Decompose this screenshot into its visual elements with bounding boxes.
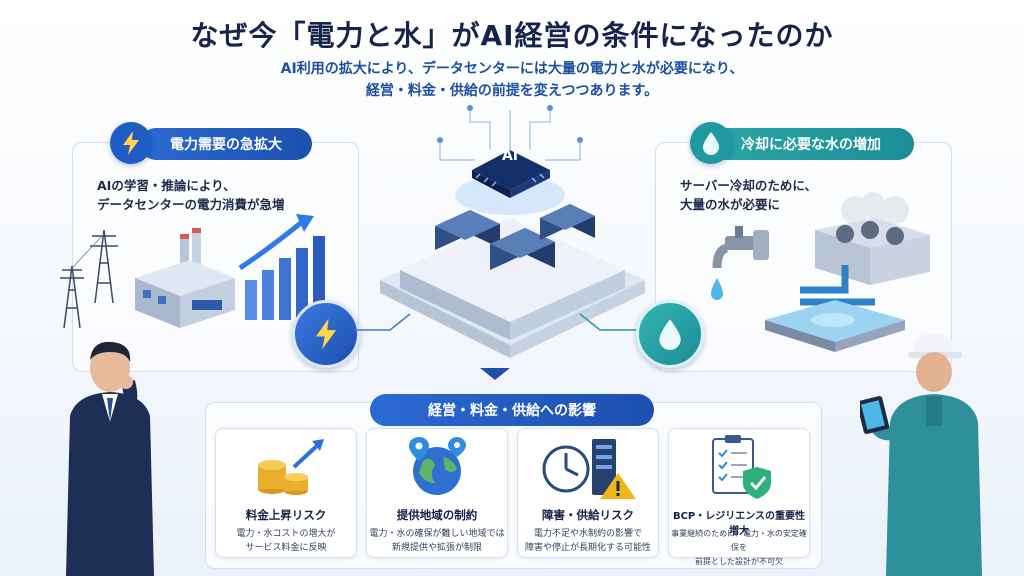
connector-lines xyxy=(354,313,636,380)
impact-desc-price-1: 電力・水コストの増大が xyxy=(236,529,336,539)
power-plant-icon xyxy=(135,228,235,328)
water-demand-pill: 冷却に必要な水の増加 xyxy=(708,128,914,160)
water-circle-icon xyxy=(636,300,704,368)
page-title: なぜ今「電力と水」がAI経営の条件になったのか xyxy=(190,19,834,52)
impact-desc-outage: 電力不足や水制約の影響で 障害や停止が長期化する可能性 xyxy=(518,527,658,555)
power-demand-line-1: AIの学習・推論により、 xyxy=(97,178,236,193)
clock-server-warning-icon xyxy=(542,439,636,499)
impact-pill: 経営・料金・供給への影響 xyxy=(370,394,654,426)
power-circle-icon xyxy=(292,300,360,368)
impact-card-outage: 障害・供給リスク 電力不足や水制約の影響で 障害や停止が長期化する可能性 xyxy=(517,428,659,558)
power-demand-text: AIの学習・推論により、 データセンターの電力消費が急増 xyxy=(97,176,285,214)
impact-title-outage: 障害・供給リスク xyxy=(542,508,634,522)
data-center-illustration xyxy=(380,105,645,358)
impact-desc-region-1: 電力・水の確保が難しい地域では xyxy=(369,529,505,539)
water-demand-line-2: 大量の水が必要に xyxy=(680,197,781,212)
impact-desc-outage-2: 障害や停止が長期化する可能性 xyxy=(524,543,651,553)
transmission-tower-icon xyxy=(60,229,118,329)
ai-chip-icon xyxy=(472,150,550,198)
impact-desc-bcp-1: 事業継続のために、電力・水の安定確保を xyxy=(671,529,807,552)
impact-desc-bcp: 事業継続のために、電力・水の安定確保を 前提とした設計が不可欠 xyxy=(669,527,809,569)
impact-title-price: 料金上昇リスク xyxy=(245,508,327,522)
cooling-illustration xyxy=(711,192,930,352)
impact-card-bcp: BCP・レジリエンスの重要性増大 事業継続のために、電力・水の安定確保を 前提と… xyxy=(668,428,810,566)
faucet-icon xyxy=(711,226,769,300)
water-demand-text: サーバー冷却のために、 大量の水が必要に xyxy=(680,176,817,214)
impact-title-region: 提供地域の制約 xyxy=(396,508,478,522)
engineer-person-illustration xyxy=(860,333,982,576)
power-demand-label: 電力需要の急拡大 xyxy=(170,137,282,153)
impact-desc-price-2: サービス料金に反映 xyxy=(245,543,327,553)
growth-bars-icon xyxy=(245,236,325,320)
coins-up-icon xyxy=(258,439,324,495)
impact-desc-price: 電力・水コストの増大が サービス料金に反映 xyxy=(216,527,356,555)
water-demand-line-1: サーバー冷却のために、 xyxy=(680,178,818,193)
subtitle-line-1: AI利用の拡大により、データセンターには大量の電力と水が必要になり、 xyxy=(280,61,744,77)
checklist-shield-icon xyxy=(712,435,771,499)
water-drop-icon xyxy=(690,122,732,164)
subtitle-line-2: 経営・料金・供給の前提を変えつつあります。 xyxy=(365,83,659,99)
business-person-illustration xyxy=(66,341,154,576)
impact-desc-bcp-2: 前提とした設計が不可欠 xyxy=(695,557,783,566)
impact-desc-outage-1: 電力不足や水制約の影響で xyxy=(533,529,642,539)
cooling-unit-icon xyxy=(815,218,930,285)
power-illustration xyxy=(60,214,325,329)
impact-title-bcp: BCP・レジリエンスの重要性増大 xyxy=(672,511,806,537)
lightning-icon xyxy=(110,122,152,164)
impact-label: 経営・料金・供給への影響 xyxy=(428,403,596,419)
power-demand-pill: 電力需要の急拡大 xyxy=(140,128,312,160)
page-subtitle: AI利用の拡大により、データセンターには大量の電力と水が必要になり、 経営・料金… xyxy=(0,58,1024,102)
water-demand-label: 冷却に必要な水の増加 xyxy=(741,137,881,153)
globe-pin-icon xyxy=(409,437,466,495)
impact-card-price: 料金上昇リスク 電力・水コストの増大が サービス料金に反映 xyxy=(215,428,357,558)
ai-chip-label: AI xyxy=(501,148,519,164)
impact-desc-region-2: 新規提供や拡張が制限 xyxy=(391,543,482,553)
impact-desc-region: 電力・水の確保が難しい地域では 新規提供や拡張が制限 xyxy=(367,527,507,555)
power-demand-line-2: データセンターの電力消費が急増 xyxy=(97,197,285,212)
impact-card-region: 提供地域の制約 電力・水の確保が難しい地域では 新規提供や拡張が制限 xyxy=(366,428,508,558)
growth-arrow-icon xyxy=(238,220,304,271)
server-rack-icon xyxy=(435,204,595,270)
